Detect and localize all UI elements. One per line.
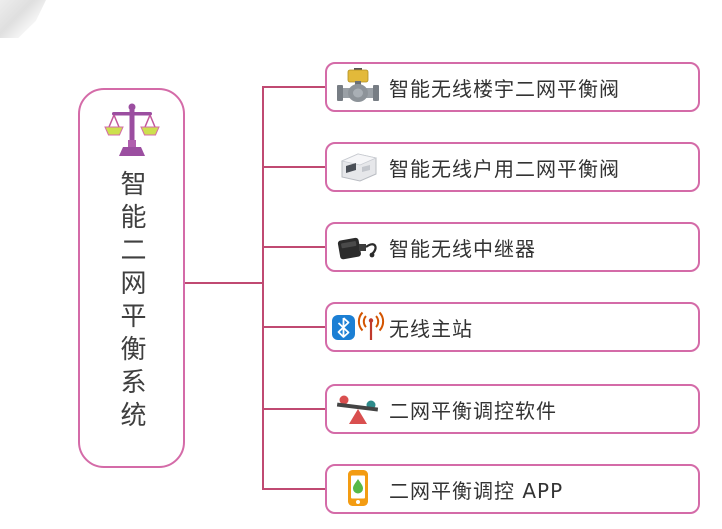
connector-branch-4 [264,326,325,328]
connector-branch-6 [264,488,325,490]
connector-branch-2 [264,166,325,168]
branch-label: 无线主站 [389,316,473,341]
root-node: 智能二网平衡系统 [78,88,185,468]
branch-label: 智能无线中继器 [389,236,536,261]
root-label: 智能二网平衡系统 [116,170,146,434]
connector-root [184,282,264,284]
branch-node-master-station: 无线主站 [325,302,700,352]
building-balance-valve-icon [327,68,389,106]
connector-branch-1 [264,86,325,88]
bluetooth-antenna-icon [327,309,389,345]
connector-trunk [262,86,264,490]
connector-branch-5 [264,408,325,410]
branch-node-building-valve: 智能无线楼宇二网平衡阀 [325,62,700,112]
smartphone-app-icon [327,469,389,509]
household-balance-valve-icon [327,149,389,185]
branch-node-household-valve: 智能无线户用二网平衡阀 [325,142,700,192]
branch-node-control-software: 二网平衡调控软件 [325,384,700,434]
branch-label: 智能无线户用二网平衡阀 [389,156,620,181]
wireless-repeater-icon [327,228,389,266]
branch-label: 二网平衡调控 APP [389,478,564,503]
seesaw-balance-icon [327,391,389,427]
corner-artifact [0,0,46,38]
branch-label: 智能无线楼宇二网平衡阀 [389,76,620,101]
connector-branch-3 [264,246,325,248]
branch-label: 二网平衡调控软件 [389,398,557,423]
branch-node-repeater: 智能无线中继器 [325,222,700,272]
branch-node-control-app: 二网平衡调控 APP [325,464,700,514]
balance-scale-icon [100,102,164,164]
